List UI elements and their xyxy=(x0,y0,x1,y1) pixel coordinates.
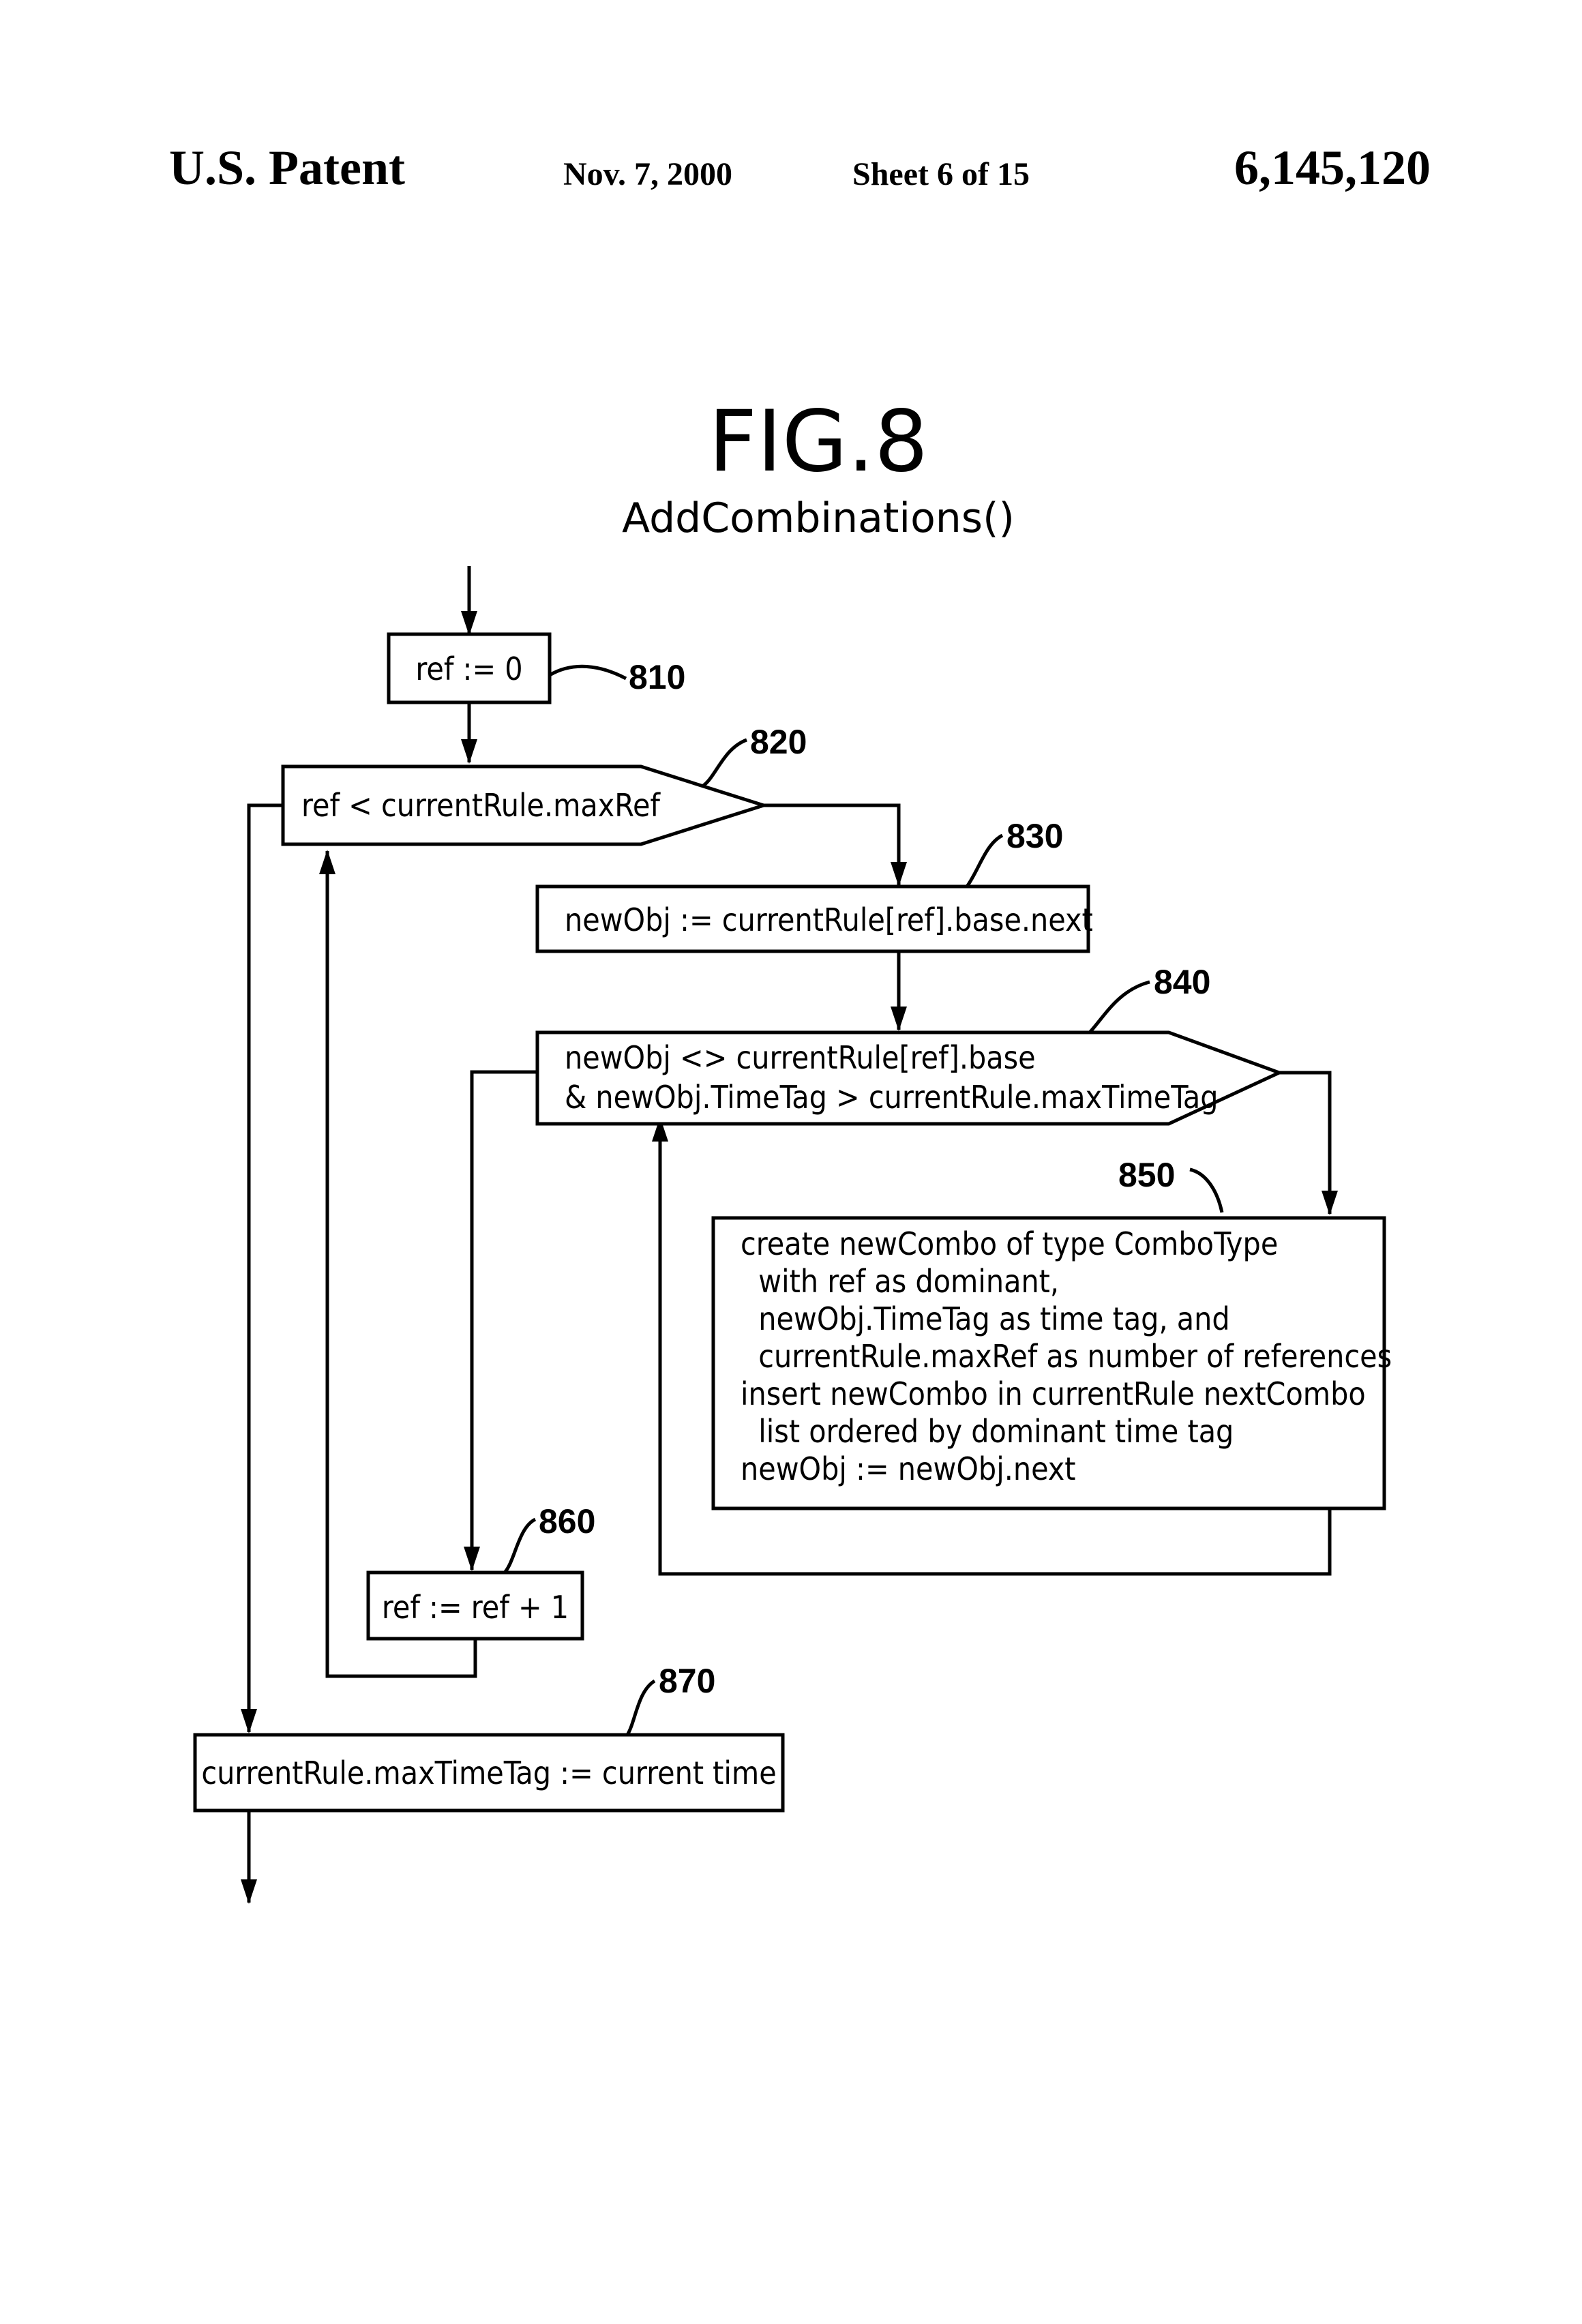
ref-label-870: 870 xyxy=(659,1662,715,1700)
node-810: ref := 0 810 xyxy=(389,634,685,702)
node-850-line6: list ordered by dominant time tag xyxy=(741,1413,1234,1450)
node-870-text: currentRule.maxTimeTag := current time xyxy=(201,1755,776,1791)
node-850-line3: newObj.TimeTag as time tag, and xyxy=(741,1300,1230,1337)
node-850-line2: with ref as dominant, xyxy=(741,1263,1059,1300)
node-820-decision: ref < currentRule.maxRef 820 xyxy=(283,723,807,844)
figure-title: FIG.8 xyxy=(708,393,928,491)
node-860: ref := ref + 1 860 xyxy=(368,1502,595,1639)
node-850-line7: newObj := newObj.next xyxy=(741,1450,1075,1487)
node-850-line4: currentRule.maxRef as number of referenc… xyxy=(741,1338,1392,1375)
node-840-text-line2: & newObj.TimeTag > currentRule.maxTimeTa… xyxy=(565,1079,1219,1116)
ref-label-820: 820 xyxy=(750,723,807,761)
ref-label-810: 810 xyxy=(629,658,685,696)
node-840-text-line1: newObj <> currentRule[ref].base xyxy=(565,1039,1036,1076)
ref-label-860: 860 xyxy=(539,1502,595,1540)
ref-label-840: 840 xyxy=(1154,963,1210,1001)
node-810-text: ref := 0 xyxy=(415,651,522,687)
node-850-line5: insert newCombo in currentRule nextCombo xyxy=(741,1375,1366,1412)
node-820-text: ref < currentRule.maxRef xyxy=(301,787,661,824)
node-850: create newCombo of type ComboType with r… xyxy=(713,1156,1392,1508)
node-830-text: newObj := currentRule[ref].base.next xyxy=(565,902,1093,938)
node-860-text: ref := ref + 1 xyxy=(382,1589,569,1626)
node-870: currentRule.maxTimeTag := current time 8… xyxy=(195,1662,783,1811)
ref-label-830: 830 xyxy=(1006,817,1063,855)
node-840-decision: newObj <> currentRule[ref].base & newObj… xyxy=(537,963,1279,1124)
node-850-line1: create newCombo of type ComboType xyxy=(741,1225,1278,1262)
ref-label-850: 850 xyxy=(1118,1156,1175,1194)
figure-subtitle: AddCombinations() xyxy=(622,494,1015,542)
